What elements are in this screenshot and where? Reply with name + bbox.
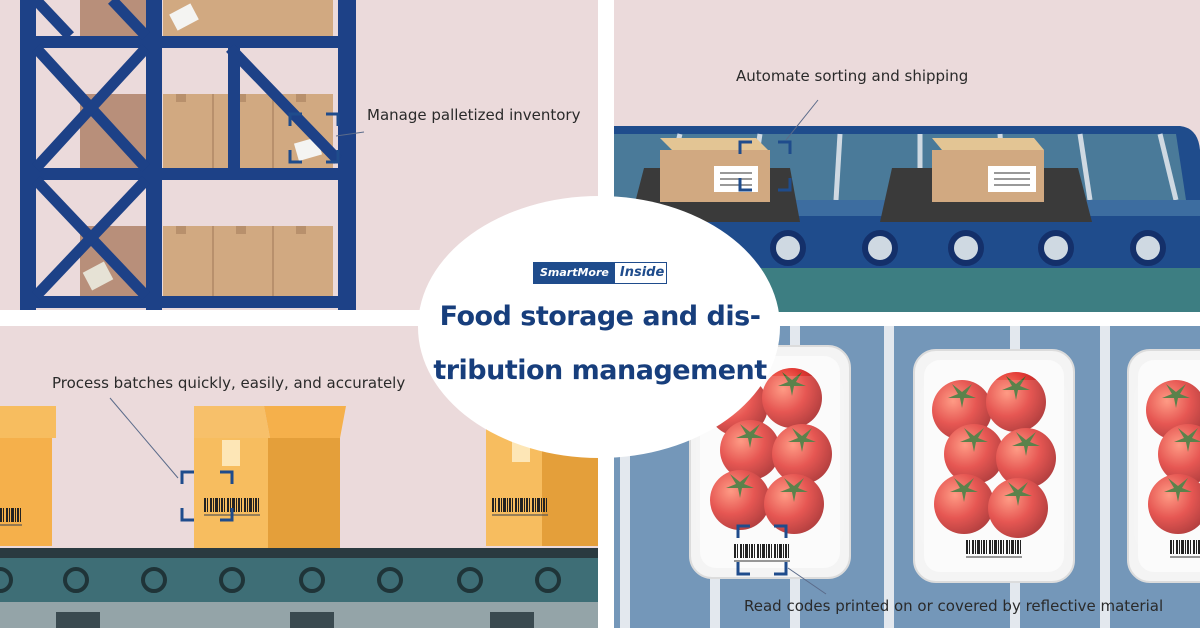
page-title: Food storage and dis- tribution manageme… (430, 290, 770, 398)
scanner-frame-batches (180, 470, 234, 522)
page-title-line-1: Food storage and dis- (439, 301, 761, 332)
page-title-line-2: tribution management (433, 355, 767, 386)
callout-line-sorting (785, 99, 819, 141)
callout-line-inventory (335, 131, 365, 137)
batch-conveyor (0, 406, 598, 628)
label-reflective: Read codes printed on or covered by refl… (744, 597, 1164, 615)
label-sorting: Automate sorting and shipping (736, 67, 969, 85)
logo-suffix: Inside (619, 265, 665, 280)
title-oval (418, 196, 780, 458)
scanner-frame-inventory (288, 112, 340, 164)
label-batches: Process batches quickly, easily, and acc… (52, 374, 406, 392)
tomato-trays (614, 326, 1200, 628)
scanner-frame-sorting (738, 140, 792, 192)
smartmore-logo: SmartMore Inside (533, 262, 667, 284)
warehouse-rack (20, 0, 356, 310)
logo-brand: SmartMore (534, 263, 615, 283)
callout-line-batches (109, 397, 179, 479)
label-inventory: Manage palletized inventory (367, 106, 581, 124)
callout-line-reflective (787, 567, 827, 595)
scanner-frame-reflective (736, 524, 788, 576)
